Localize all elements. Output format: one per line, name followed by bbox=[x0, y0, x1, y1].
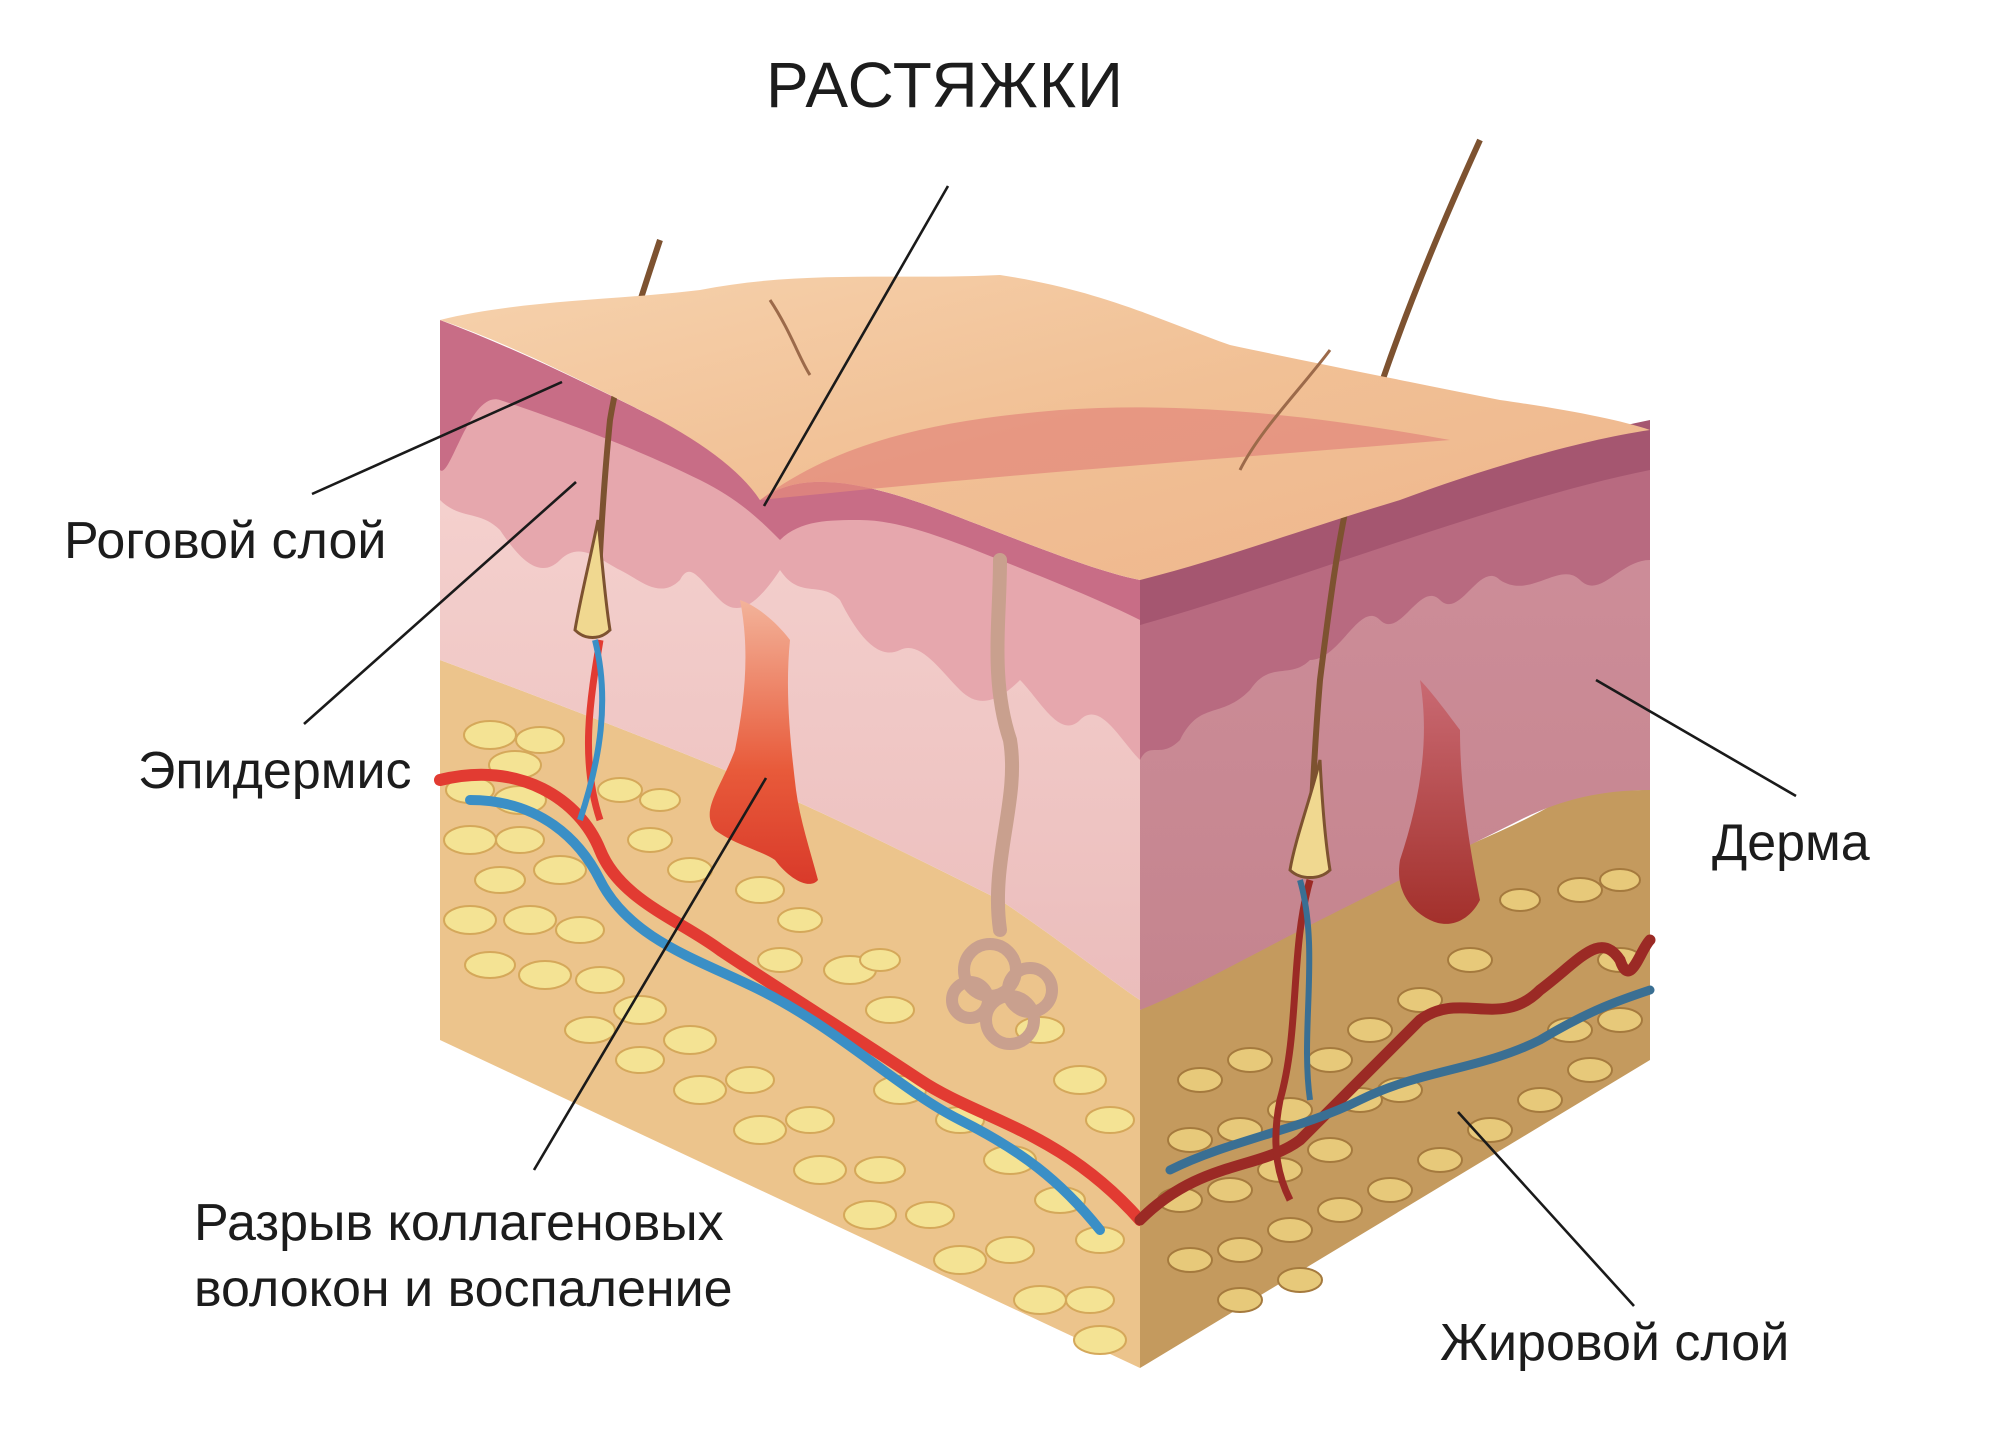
front-fat-cells bbox=[443, 720, 1135, 1355]
front-horny-layer bbox=[440, 320, 1140, 620]
leader-rupture bbox=[532, 777, 768, 1171]
leader-epidermis bbox=[303, 481, 577, 725]
front-stretch-mark-rupture bbox=[709, 600, 818, 884]
top-face bbox=[440, 275, 1650, 580]
side-face bbox=[1134, 138, 1656, 1368]
sweat-gland-coil bbox=[946, 938, 1058, 1050]
leader-lines bbox=[303, 185, 1797, 1307]
label-horny-layer: Роговой слой bbox=[64, 512, 387, 570]
front-face bbox=[434, 239, 1146, 1368]
leader-fat-layer bbox=[1457, 1111, 1635, 1307]
sweat-gland-duct bbox=[990, 553, 1020, 937]
side-vein bbox=[1165, 985, 1655, 1175]
front-fat-tissue bbox=[440, 660, 1140, 1368]
label-epidermis: Эпидермис bbox=[138, 742, 412, 800]
right-follicle-vessels bbox=[1272, 879, 1314, 1202]
surface-wrinkle-2 bbox=[1238, 349, 1332, 471]
front-artery bbox=[434, 768, 1146, 1226]
leader-title bbox=[762, 185, 950, 507]
right-hair-follicle bbox=[1288, 759, 1332, 879]
left-hair-follicle bbox=[573, 519, 612, 639]
side-horny-layer bbox=[1140, 420, 1650, 625]
label-collagen-rupture: Разрыв коллагеновых волокон и воспаление bbox=[194, 1190, 733, 1322]
front-vein bbox=[465, 795, 1105, 1235]
side-stretch-mark bbox=[1399, 680, 1480, 924]
right-follicle-vein bbox=[1297, 879, 1313, 1101]
label-fat-layer: Жировой слой bbox=[1440, 1314, 1790, 1372]
right-hair bbox=[1307, 138, 1483, 851]
label-dermis: Дерма bbox=[1712, 814, 1870, 872]
left-follicle-vein bbox=[577, 639, 606, 821]
label-collagen-rupture-line2: волокон и воспаление bbox=[194, 1260, 733, 1319]
surface-wrinkle-1 bbox=[768, 299, 812, 376]
side-fat-cells bbox=[1157, 868, 1643, 1313]
leader-dermis bbox=[1595, 678, 1797, 798]
leader-horny-layer bbox=[311, 380, 563, 496]
surface-stretch-groove bbox=[760, 407, 1450, 500]
diagram-title: РАСТЯЖКИ bbox=[765, 49, 1125, 121]
side-epidermis bbox=[1140, 430, 1650, 760]
label-collagen-rupture-line1: Разрыв коллагеновых bbox=[194, 1194, 724, 1252]
